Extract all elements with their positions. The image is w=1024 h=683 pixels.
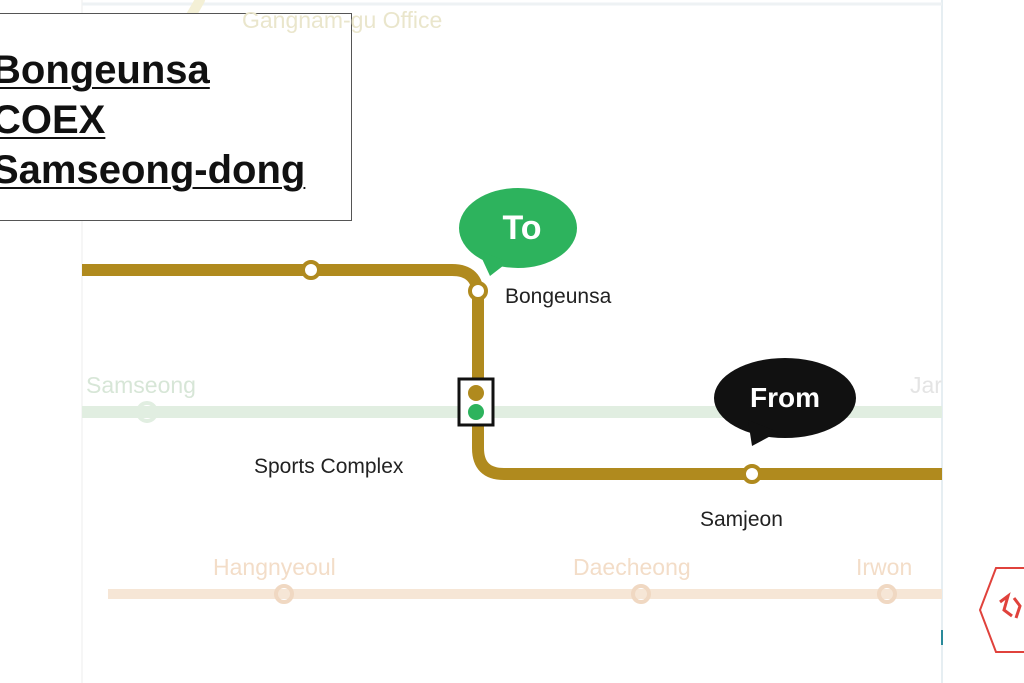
station-label-samseong: Samseong <box>86 372 196 398</box>
title-line-bongeunsa: Bongeunsa <box>0 48 210 92</box>
station-label-hangnyeoul: Hangnyeoul <box>213 554 336 580</box>
station-label-bongeunsa: Bongeunsa <box>505 285 612 308</box>
title-line-samseong-dong: Samseong-dong <box>0 148 306 192</box>
faint-station-samseong <box>136 401 158 423</box>
faint-station-hangnyeoul <box>274 584 294 604</box>
from-callout-label: From <box>750 382 820 413</box>
from-callout-bubble <box>714 358 856 446</box>
faint-station-daecheong <box>631 584 651 604</box>
to-callout-bubble <box>459 188 577 276</box>
station-marker-bongeunsa <box>468 281 488 301</box>
route-line <box>82 264 942 480</box>
station-label-jamsil: Jar <box>910 372 942 398</box>
station-label-daecheong: Daecheong <box>573 554 691 580</box>
title-box <box>0 13 352 221</box>
station-label-gangnam-gu-office: Gangnam-gu Office <box>242 7 443 33</box>
station-label-irwon: Irwon <box>856 554 913 580</box>
to-callout-label: To <box>502 209 542 247</box>
station-label-samjeon: Samjeon <box>700 508 783 531</box>
title-line-coex: COEX <box>0 98 106 142</box>
transfer-signal-icon <box>457 377 495 427</box>
station-marker-samjeon <box>742 464 762 484</box>
station-label-sports-complex: Sports Complex <box>254 455 404 478</box>
station-marker-unnamed <box>301 260 321 280</box>
logo-hexagon-icon <box>978 567 1024 653</box>
faint-station-irwon <box>877 584 897 604</box>
